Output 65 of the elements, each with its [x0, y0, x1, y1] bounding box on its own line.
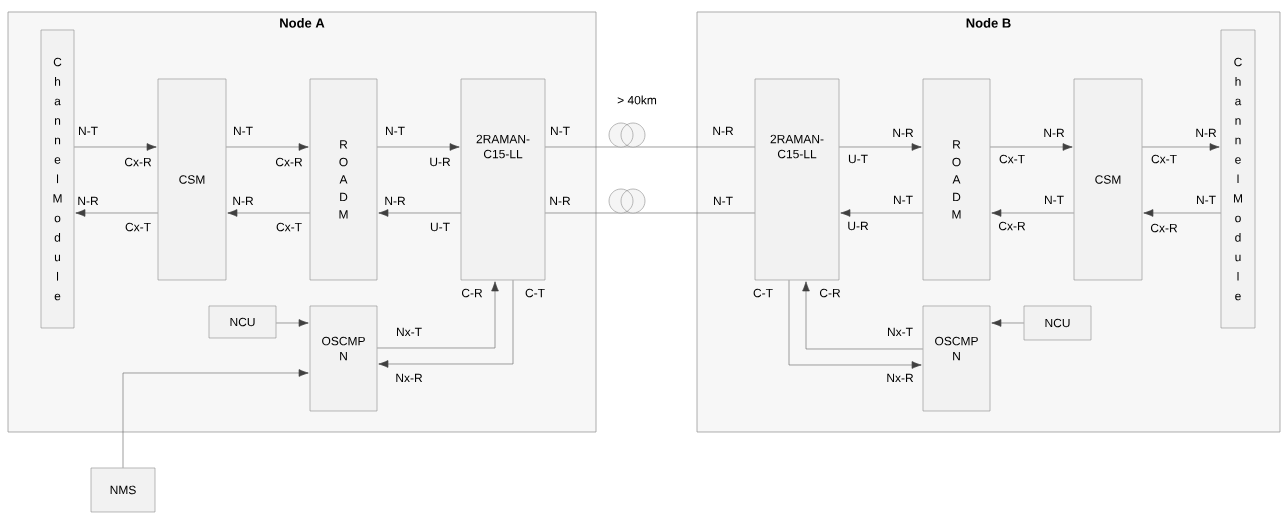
port-label: Cx-T [125, 222, 151, 232]
port-label: Cx-T [1151, 154, 1177, 164]
port-label: Cx-T [276, 222, 302, 232]
port-label: N-T [714, 196, 733, 206]
port-label: N-T [1045, 195, 1064, 205]
port-label: U-T [430, 222, 450, 232]
arrow [275, 319, 309, 327]
arrow [73, 143, 157, 151]
port-label: N-R [1196, 128, 1217, 138]
arrow [838, 143, 922, 151]
arrow [991, 319, 1025, 327]
module-box: 2RAMAN-C15-LL [754, 78, 840, 281]
port-label: N-T [79, 126, 98, 136]
port-label: N-R [713, 126, 734, 136]
module-box: OSCMP N [922, 305, 991, 412]
module-box: Channel Module [1220, 29, 1256, 329]
port-label: N-T [386, 126, 405, 136]
arrow [989, 143, 1073, 151]
module-box: NMS [90, 467, 156, 513]
port-label: N-R [550, 196, 571, 206]
arrow [75, 209, 159, 217]
port-label: U-R [848, 221, 869, 231]
port-label: N-T [234, 126, 253, 136]
arrow [376, 143, 460, 151]
arrow [225, 143, 309, 151]
port-label: Cx-R [998, 221, 1026, 231]
port-label: Cx-R [275, 157, 303, 167]
arrow [227, 209, 311, 217]
module-box: 2RAMAN-C15-LL [460, 78, 546, 281]
port-label: C-T [525, 288, 545, 298]
port-label: N-T [551, 126, 570, 136]
module-box: NCU [208, 305, 277, 339]
port-label: N-R [78, 196, 99, 206]
arrow [122, 369, 309, 469]
port-label: Nx-T [397, 327, 422, 337]
port-label: N-R [1044, 128, 1065, 138]
port-label: N-T [894, 195, 913, 205]
arrow [1143, 209, 1222, 217]
module-box: Channel Module [40, 29, 75, 329]
port-label: Cx-R [124, 157, 152, 167]
port-label: > 40km [617, 95, 657, 105]
port-label: Nx-R [396, 373, 423, 383]
arrow [376, 281, 499, 349]
port-label: N-T [1197, 195, 1216, 205]
arrow [991, 209, 1075, 217]
port-label: U-T [848, 154, 868, 164]
module-box: OSCMP N [309, 305, 378, 412]
module-box: CSM [1073, 78, 1143, 281]
port-label: Cx-R [1150, 223, 1178, 233]
port-label: U-R [430, 157, 451, 167]
port-label: N-R [893, 128, 914, 138]
arrow [1141, 143, 1220, 151]
port-label: N-R [385, 196, 406, 206]
module-box: NCU [1023, 305, 1092, 341]
module-box: ROADM [922, 78, 991, 281]
port-label: Nx-R [887, 373, 914, 383]
arrow [840, 209, 924, 217]
arrow [378, 209, 462, 217]
arrow [788, 279, 922, 369]
port-label: Cx-T [999, 154, 1025, 164]
arrow [802, 281, 924, 350]
port-label: N-R [233, 196, 254, 206]
module-box: ROADM [309, 78, 378, 281]
module-box: CSM [157, 78, 227, 281]
arrow [378, 279, 514, 368]
